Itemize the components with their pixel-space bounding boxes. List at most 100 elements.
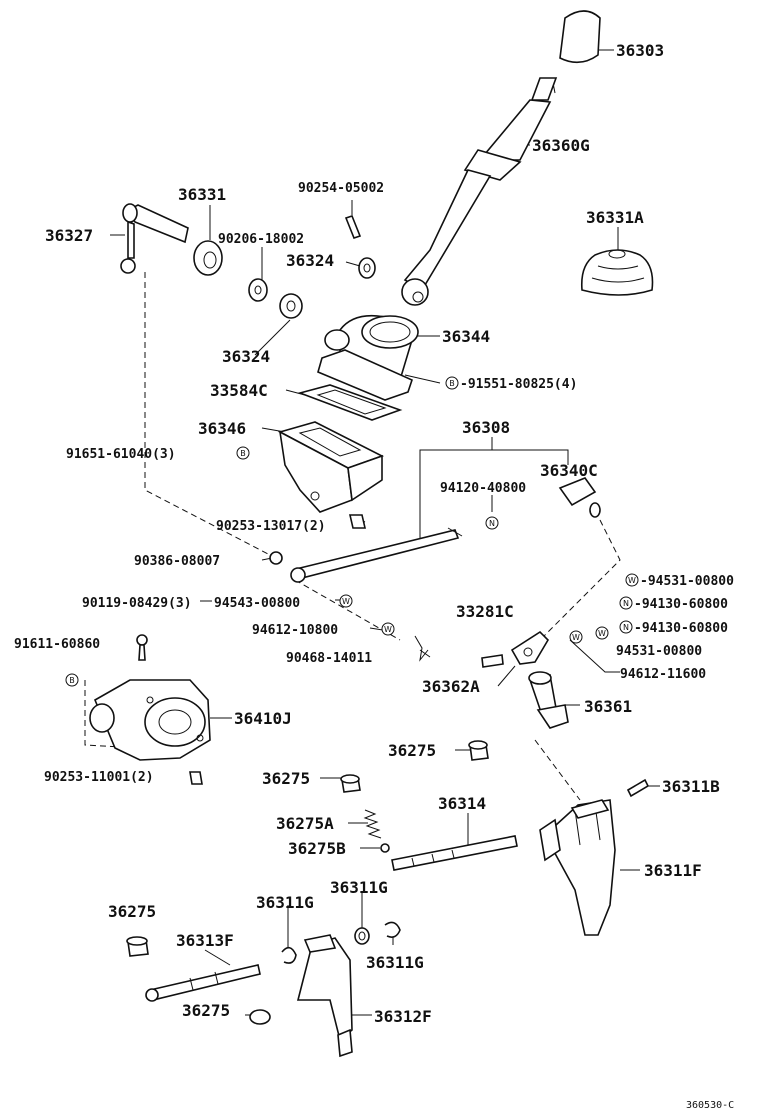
label-36303: 36303	[616, 41, 664, 60]
label-91651: 91651-61040(3)	[66, 447, 176, 462]
label-36324-lower: 36324	[222, 347, 270, 366]
label-36308: 36308	[462, 418, 510, 437]
svg-text:B: B	[449, 379, 455, 388]
pin-33281C	[481, 654, 504, 668]
bolt-90386	[269, 551, 283, 565]
label-90119: 90119-08429(3)	[82, 596, 192, 611]
bolt-upper	[348, 514, 367, 529]
footer-code: 360530-C	[686, 1100, 734, 1111]
plug-bottom	[249, 1009, 271, 1025]
label-36360G: 36360G	[532, 136, 590, 155]
label-90254: 90254-05002	[298, 181, 384, 196]
label-36311G-left: 36311G	[256, 893, 314, 912]
ball	[380, 843, 390, 853]
svg-text:B: B	[69, 676, 75, 685]
label-94612-b: 94612-11600	[620, 667, 706, 682]
lever-housing	[317, 314, 419, 401]
bushing-upper	[358, 257, 376, 279]
symbol-markers: B B B N N N W W W W W	[65, 376, 639, 687]
label-94543: 94543-00800	[214, 596, 300, 611]
label-36327: 36327	[45, 226, 93, 245]
part-labels: 36303 36360G 90254-05002 36331 36327 902…	[14, 41, 734, 1111]
svg-text:N: N	[489, 519, 495, 528]
label-94130-a: -94130-60800	[634, 597, 728, 612]
label-36344: 36344	[442, 327, 490, 346]
nut-symbol-c: N	[619, 620, 633, 634]
washer-symbol-a: W	[625, 573, 639, 587]
label-36311F: 36311F	[644, 861, 702, 880]
label-36314: 36314	[438, 794, 486, 813]
shift-rod	[290, 527, 463, 583]
svg-text:N: N	[623, 599, 629, 608]
shift-joint	[558, 477, 601, 518]
label-36346: 36346	[198, 419, 246, 438]
oil-seal	[193, 240, 223, 276]
label-36275B: 36275B	[288, 839, 346, 858]
bolt-symbol-b: B	[236, 446, 250, 460]
label-91611: 91611-60860	[14, 637, 100, 652]
label-36275-mid: 36275	[262, 769, 310, 788]
label-36331: 36331	[178, 185, 226, 204]
dash-line-joint-to-lever	[539, 519, 621, 641]
dash-line-lever-to-fork	[534, 739, 581, 801]
shift-lever	[401, 77, 558, 306]
bolt-symbol-a: B	[445, 376, 459, 390]
shift-fork-large	[539, 799, 616, 936]
label-36275-bottom: 36275	[182, 1001, 230, 1020]
label-94531-b: 94531-00800	[616, 644, 702, 659]
plug-mid	[340, 774, 361, 793]
plug-upper	[468, 740, 489, 761]
label-36311B: 36311B	[662, 777, 720, 796]
washer-symbol-d: W	[569, 630, 583, 644]
label-36313F: 36313F	[176, 931, 234, 950]
shift-boot	[580, 249, 654, 296]
label-33584C: 33584C	[210, 381, 268, 400]
svg-text:B: B	[240, 449, 246, 458]
snap-ring-mid	[354, 927, 370, 945]
nut-symbol-a: N	[485, 516, 499, 530]
label-90386: 90386-08007	[134, 554, 220, 569]
label-90206: 90206-18002	[218, 232, 304, 247]
label-90468: 90468-14011	[286, 651, 372, 666]
label-90253-lower: 90253-11001(2)	[44, 770, 154, 785]
label-91551: -91551-80825(4)	[460, 377, 577, 392]
label-36311G-mid: 36311G	[330, 878, 388, 897]
svg-text:W: W	[628, 576, 636, 585]
washer-symbol-c: W	[381, 622, 395, 636]
label-36361: 36361	[584, 697, 632, 716]
svg-text:W: W	[598, 629, 606, 638]
select-lever	[120, 203, 189, 274]
pin-36311B	[626, 778, 650, 798]
washer-symbol-b: W	[339, 594, 353, 608]
fork-shaft	[391, 835, 518, 871]
snap-ring-right	[384, 921, 401, 938]
label-36311G-right: 36311G	[366, 953, 424, 972]
label-36312F: 36312F	[374, 1007, 432, 1026]
lever-pin	[344, 215, 362, 239]
shift-housing	[89, 679, 211, 761]
cotter-pin	[414, 635, 429, 662]
washer-symbol-e: W	[595, 626, 609, 640]
inner-lever	[528, 671, 569, 729]
bolt-lower	[189, 771, 203, 785]
bolt-symbol-c: B	[65, 673, 79, 687]
bushing-lower	[279, 293, 303, 319]
fork-shaft-lower	[145, 964, 261, 1002]
label-36340C: 36340C	[540, 461, 598, 480]
label-36331A: 36331A	[586, 208, 644, 227]
label-94612-a: 94612-10800	[252, 623, 338, 638]
label-94531-a: -94531-00800	[640, 574, 734, 589]
label-36275A: 36275A	[276, 814, 334, 833]
snap-ring-left	[281, 946, 297, 964]
svg-text:W: W	[572, 633, 580, 642]
retainer	[277, 421, 385, 513]
bolt-91611	[136, 634, 148, 661]
gasket	[297, 384, 403, 421]
label-36362A: 36362A	[422, 677, 480, 696]
svg-text:W: W	[384, 625, 392, 634]
shift-inner-lever	[510, 630, 550, 665]
nut-symbol-b: N	[619, 596, 633, 610]
shift-fork-small	[296, 934, 353, 1058]
